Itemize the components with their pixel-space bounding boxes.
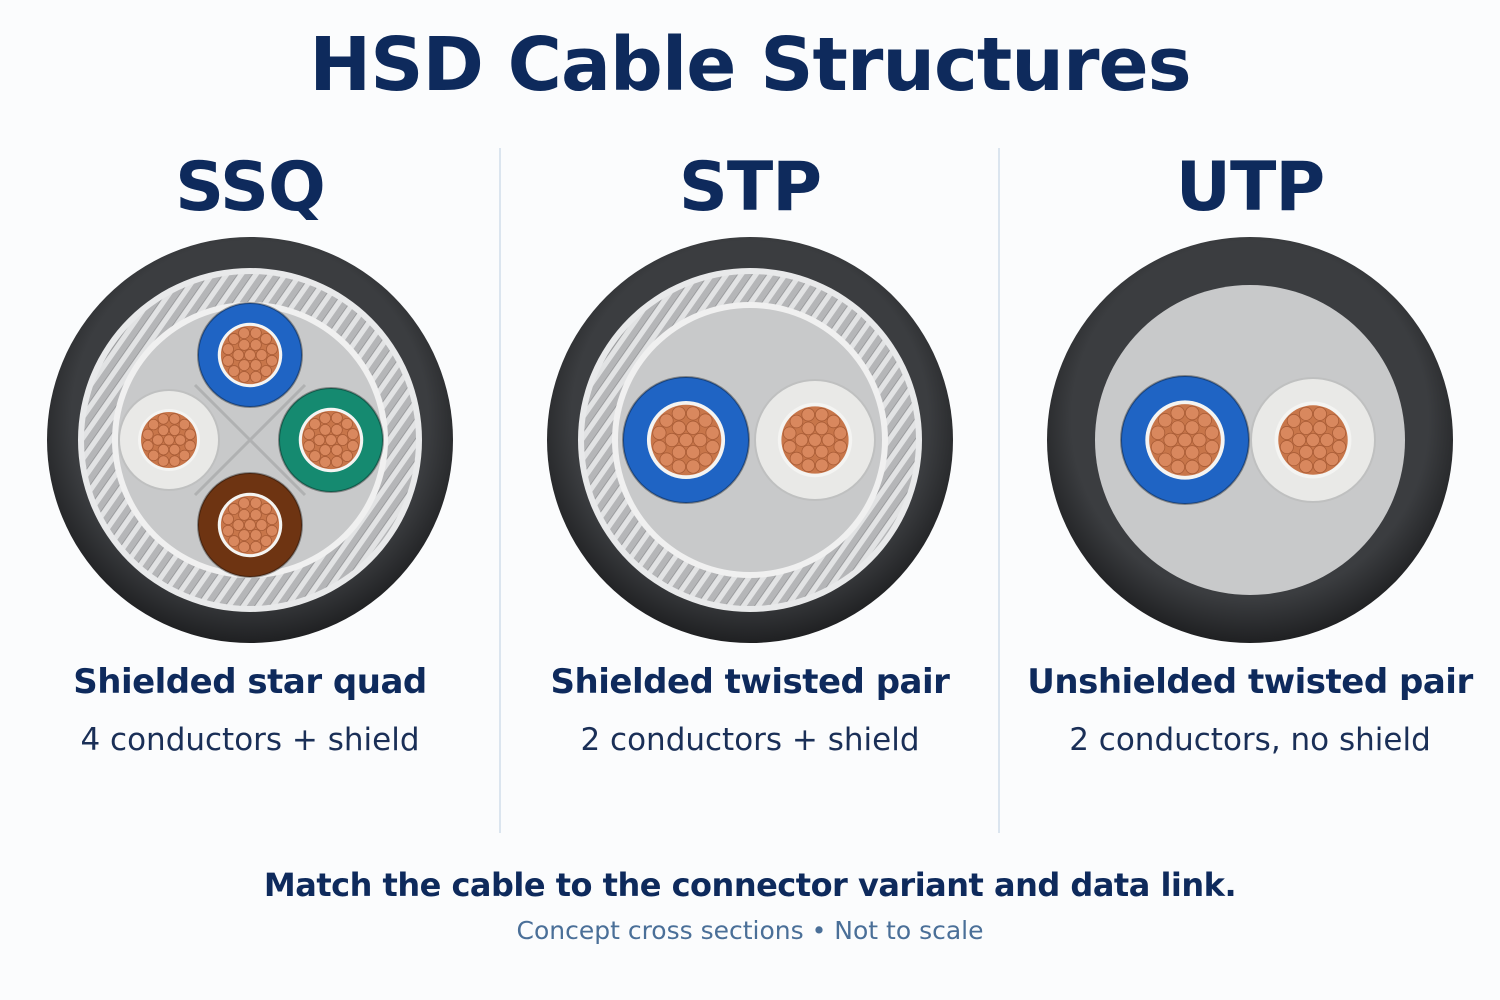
column-divider-left (499, 148, 501, 833)
cable-type-label: UTP (1175, 148, 1325, 227)
conductors (118, 302, 384, 578)
conductor-blue (197, 302, 303, 408)
footer-guidance: Match the cable to the connector variant… (263, 866, 1237, 904)
cable-type-label: SSQ (175, 148, 326, 227)
stp-cross-section-diagram (547, 237, 953, 643)
cable-detail: 4 conductors + shield (80, 722, 420, 758)
utp-cross-section-diagram (1047, 237, 1453, 643)
conductor-green (278, 387, 384, 493)
page-title: HSD Cable Structures (309, 22, 1191, 108)
cable-type-label: STP (678, 148, 822, 227)
conductors (1120, 375, 1376, 505)
conductor-white (754, 379, 876, 501)
conductor-blue (1120, 375, 1250, 505)
cable-description: Shielded twisted pair (550, 662, 950, 702)
cable-column-stp: STP Shielded twisted pair 2 conductors +… (500, 140, 1000, 780)
column-divider-right (998, 148, 1000, 833)
ssq-cross-section-diagram (47, 237, 453, 643)
conductor-white (1250, 377, 1376, 503)
conductors (622, 376, 876, 504)
cable-detail: 2 conductors, no shield (1069, 722, 1431, 758)
cable-detail: 2 conductors + shield (580, 722, 920, 758)
cable-description: Unshielded twisted pair (1027, 662, 1473, 702)
conductor-brown (197, 472, 303, 578)
cable-column-utp: UTP Unshielded twisted pair 2 conductors… (1000, 140, 1500, 780)
conductor-blue (622, 376, 750, 504)
cable-description: Shielded star quad (73, 662, 427, 702)
filler (618, 308, 882, 572)
conductor-white (118, 389, 220, 491)
cable-column-ssq: SSQ Shielded star quad 4 conductors + sh… (0, 140, 500, 780)
footer-note: Concept cross sections • Not to scale (516, 916, 984, 945)
